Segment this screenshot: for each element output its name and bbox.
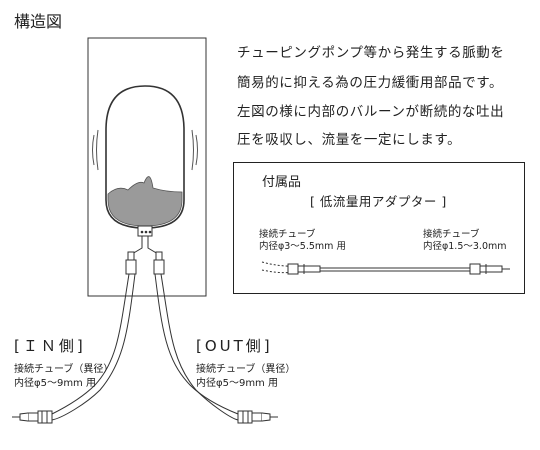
accessories-subtitle: [ 低流量用アダプター ] (310, 194, 447, 209)
adapter-tube-a-name: 接続チューブ (259, 229, 316, 240)
description-line: チューピングポンプ等から発生する脈動を (237, 45, 505, 61)
adapter-tube-a-spec: 内径φ3～5.5mm 用 (259, 241, 346, 252)
inlet-label: [ＩＮ側] (14, 337, 86, 355)
inlet-tube-name: 接続チューブ（異径） (14, 364, 114, 375)
accessories-title: 付属品 (262, 175, 302, 190)
pulsation-marks (92, 129, 198, 171)
description-line: 圧を吸収し、流量を一定にします。 (237, 132, 462, 148)
outlet-tube-name: 接続チューブ（異径） (196, 364, 296, 375)
accessories-box (233, 162, 525, 294)
inlet-tube-spec: 内径φ5～9mm 用 (14, 378, 96, 389)
housing-outline (87, 37, 207, 297)
adapter-drawing (261, 261, 510, 275)
outlet-fitting (237, 410, 278, 424)
adapter-tube-b-name: 接続チューブ (423, 229, 480, 240)
diagram-heading: 構造図 (14, 12, 63, 31)
outlet-tube (154, 273, 239, 421)
inlet-tube (51, 273, 136, 421)
outlet-label: [OUT側] (196, 337, 273, 355)
outlet-connector (125, 225, 165, 275)
description-line: 左図の様に内部のバルーンが断続的な吐出 (237, 104, 505, 120)
description-line: 簡易的に抑える為の圧力緩衝用部品です。 (237, 75, 504, 91)
balloon-capsule (105, 85, 185, 229)
inlet-fitting (12, 410, 53, 424)
adapter-tube-b-spec: 内径φ1.5～3.0mm (423, 241, 507, 252)
outlet-tube-spec: 内径φ5～9mm 用 (196, 378, 278, 389)
